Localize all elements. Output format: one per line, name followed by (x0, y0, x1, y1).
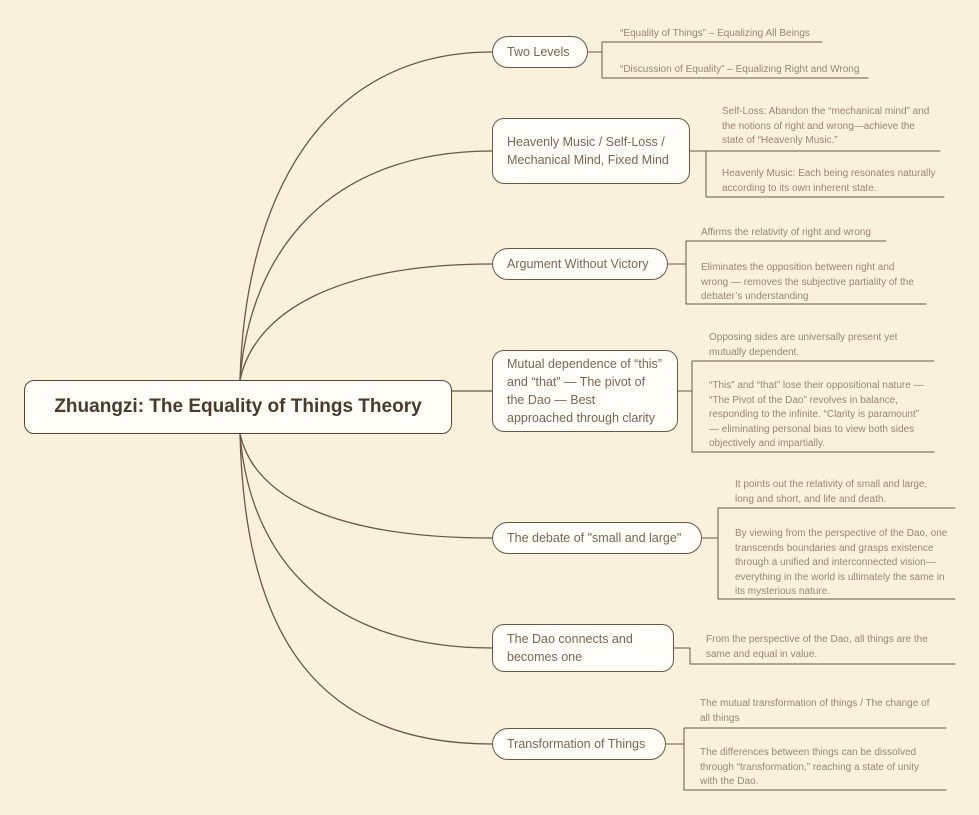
note-two-levels-2: “Discussion of Equality” – Equalizing Ri… (620, 64, 860, 75)
topic-mutual-dependence[interactable]: Mutual dependence of “this” and “that” —… (492, 350, 678, 432)
note-small-large-2: By viewing from the perspective of the D… (735, 528, 948, 597)
note-two-levels-1: “Equality of Things” – Equalizing All Be… (620, 28, 810, 39)
note-dao-connects-1: From the perspective of the Dao, all thi… (706, 634, 928, 660)
note-heavenly-music-1: Self-Loss: Abandon the “mechanical mind”… (722, 106, 930, 146)
bracket-heavenly-music (689, 150, 945, 198)
curve-dao-connects (239, 433, 493, 649)
topic-dao-connects[interactable]: The Dao connects and becomes one (492, 624, 674, 672)
note-brackets (587, 41, 956, 791)
note-heavenly-music-2: Heavenly Music: Each being resonates nat… (722, 168, 936, 194)
topic-transformation[interactable]: Transformation of Things (492, 728, 666, 760)
note-transformation-2: The differences between things can be di… (700, 747, 920, 787)
bracket-dao-connects (673, 647, 956, 665)
curve-two-levels (239, 51, 493, 381)
note-mutual-dependence-2: “This” and “that” lose their oppositiona… (709, 380, 924, 449)
root-to-topic-curves (239, 51, 493, 745)
curve-transformation (239, 433, 493, 745)
bracket-small-large (701, 507, 956, 600)
curve-heavenly-music (239, 150, 493, 381)
note-mutual-dependence-1: Opposing sides are universally present y… (709, 332, 898, 358)
curve-argument (239, 263, 493, 381)
topic-two-levels[interactable]: Two Levels (492, 36, 588, 68)
bracket-transformation (665, 727, 947, 791)
note-transformation-1: The mutual transformation of things / Th… (700, 698, 930, 724)
topic-small-and-large[interactable]: The debate of "small and large" (492, 522, 702, 554)
bracket-mutual-dependence (677, 360, 935, 453)
note-argument-1: Affirms the relativity of right and wron… (701, 227, 871, 238)
bracket-argument (667, 240, 927, 305)
curve-small-large (239, 433, 493, 539)
topic-heavenly-music[interactable]: Heavenly Music / Self-Loss / Mechanical … (492, 118, 690, 184)
bracket-two-levels (587, 41, 869, 79)
root-title[interactable]: Zhuangzi: The Equality of Things Theory (24, 380, 452, 434)
topic-argument-without-victory[interactable]: Argument Without Victory (492, 248, 668, 280)
note-argument-2: Eliminates the opposition between right … (701, 262, 914, 302)
note-small-large-1: It points out the relativity of small an… (735, 479, 928, 505)
